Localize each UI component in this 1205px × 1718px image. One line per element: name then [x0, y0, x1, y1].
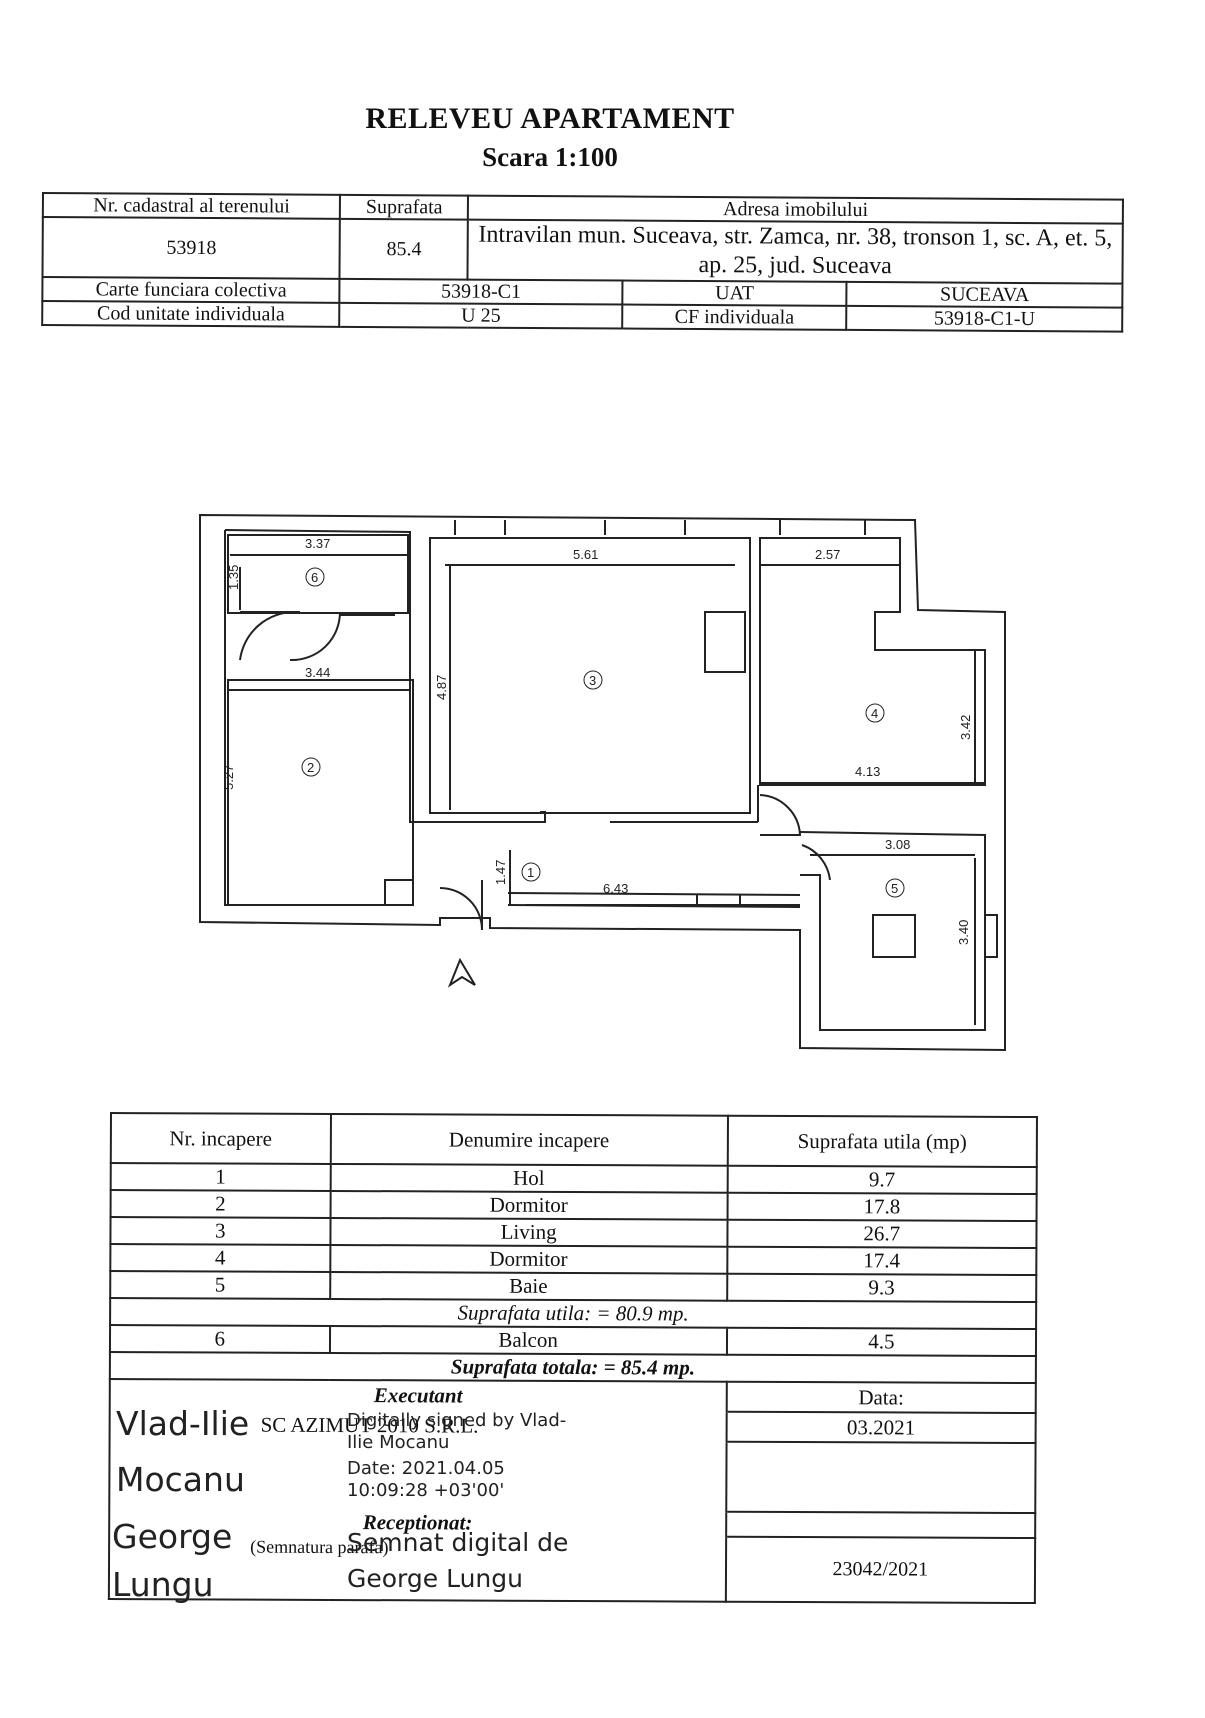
useful-total: Suprafata utila: = 80.9 mp.	[110, 1298, 1037, 1330]
row-area: 17.4	[726, 1246, 1037, 1276]
row-nr: 4	[110, 1244, 331, 1272]
dim-label: 4.87	[434, 675, 449, 700]
balcony-nr: 6	[109, 1325, 330, 1353]
row-nr: 3	[110, 1217, 331, 1245]
row-area: 26.7	[727, 1219, 1037, 1249]
row-name: Baie	[329, 1271, 727, 1301]
header-area: Suprafata utila (mp)	[727, 1115, 1037, 1168]
row-nr: 5	[110, 1271, 330, 1299]
grand-total: Suprafata totala: = 85.4 mp.	[109, 1352, 1036, 1384]
date-label: Data:	[726, 1381, 1036, 1414]
row-name: Dormitor	[329, 1244, 728, 1274]
signer1-date: Date: 2021.04.05 10:09:28 +03'00'	[347, 1458, 505, 1501]
balcony-name: Balcon	[329, 1325, 727, 1355]
signer2-name-line2: Lungu	[112, 1565, 214, 1604]
signer1-name-line2: Mocanu	[116, 1460, 245, 1499]
dim-label: 3.08	[885, 837, 910, 852]
row-name: Hol	[330, 1163, 728, 1193]
room-marker-3: 3	[589, 673, 596, 688]
row-nr: 1	[110, 1163, 331, 1191]
dim-label: 1.35	[226, 565, 241, 590]
balcony-area: 4.5	[726, 1327, 1037, 1357]
header-name: Denumire incapere	[330, 1113, 728, 1166]
registration-number: 23042/2021	[725, 1536, 1036, 1604]
signer1-name-line1: Vlad-Ilie	[116, 1404, 250, 1443]
row-name: Living	[330, 1217, 728, 1247]
room-marker-2: 2	[307, 760, 314, 775]
row-area: 17.8	[727, 1192, 1037, 1222]
row-area: 9.3	[726, 1273, 1037, 1303]
header-nr: Nr. incapere	[110, 1113, 331, 1164]
dim-label: 5.61	[573, 547, 598, 562]
dim-label: 4.13	[855, 764, 880, 779]
dim-label: 1.47	[493, 860, 508, 885]
north-arrow-icon	[447, 957, 476, 988]
row-area: 9.7	[727, 1165, 1037, 1195]
dim-label: 3.40	[956, 920, 971, 945]
signer1-text: Digitally signed by Vlad-Ilie Mocanu	[347, 1410, 567, 1453]
room-marker-4: 4	[871, 706, 878, 721]
dim-label: 3.37	[305, 536, 330, 551]
dim-label: 3.42	[958, 715, 973, 740]
scale-label: Scara 1:100	[482, 142, 618, 172]
row-name: Dormitor	[330, 1190, 728, 1220]
dim-label: 2.57	[815, 547, 840, 562]
signer2-text: Semnat digital de George Lungu	[347, 1528, 569, 1593]
date-value: 03.2021	[726, 1411, 1036, 1444]
row-nr: 2	[110, 1190, 331, 1218]
room-marker-1: 1	[527, 865, 534, 880]
room-marker-5: 5	[891, 881, 898, 896]
signer2-name-line1: George	[112, 1517, 233, 1556]
dim-label: 3.44	[305, 665, 330, 680]
dim-label: 5.27	[221, 765, 236, 790]
room-marker-6: 6	[311, 570, 318, 585]
document-title: RELEVEU APARTAMENT	[365, 102, 735, 135]
dim-label: 6.43	[603, 881, 628, 896]
